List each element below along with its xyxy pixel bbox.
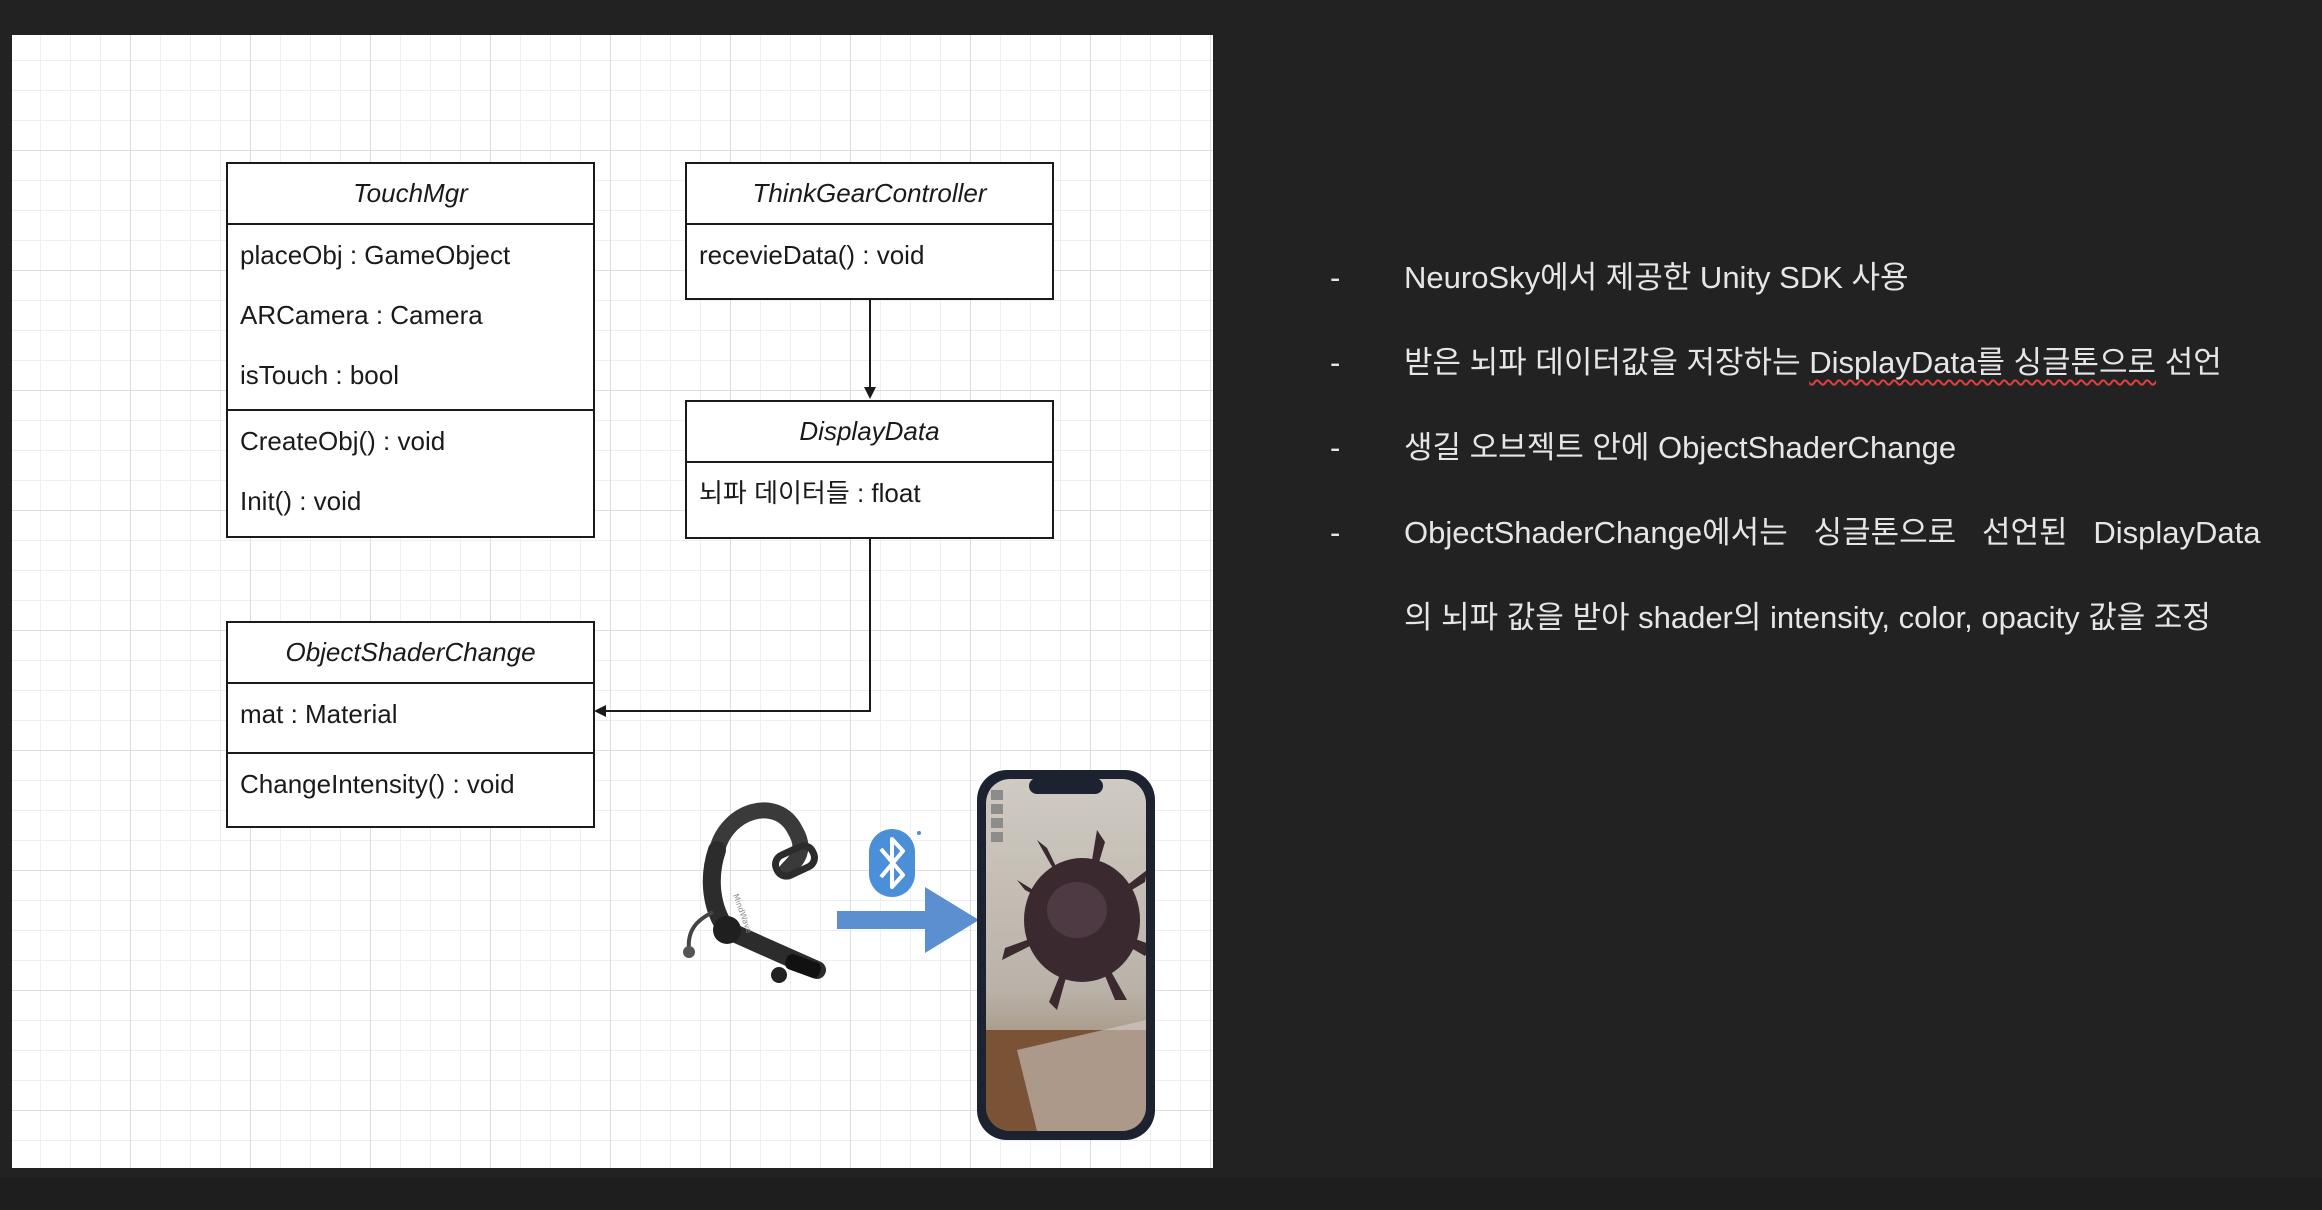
class-objectshaderchange-methods: ChangeIntensity() : void [228,752,593,820]
notes-item-text: 받은 뇌파 데이터값을 저장하는 DisplayData를 싱글톤으로 선언 [1404,341,2222,385]
connector-displaydata-to-objectshaderchange[interactable] [594,539,871,717]
attribute-row: placeObj : GameObject [240,240,511,270]
notes-item-text-part: 받은 뇌파 데이터값을 저장하는 [1404,345,1810,380]
phone-ar-screenshot [977,770,1155,1140]
attribute-row: ARCamera : Camera [240,300,483,330]
bullet-marker: - [1330,430,1341,465]
class-touchmgr[interactable]: TouchMgr placeObj : GameObject ARCamera … [226,162,595,538]
method-row: recevieData() : void [699,240,925,270]
class-displaydata[interactable]: DisplayData 뇌파 데이터들 : float [685,400,1054,539]
method-row: CreateObj() : void [240,426,446,456]
class-touchmgr-methods: CreateObj() : void Init() : void [228,409,593,537]
class-objectshaderchange-attributes: mat : Material [228,684,593,752]
arrow-right-icon [837,887,979,953]
bottom-strip [0,1178,2322,1210]
spellcheck-underlined-text[interactable]: DisplayData를 싱글톤으로 [1809,345,2157,380]
attribute-row: mat : Material [240,699,398,729]
notes-item-text: NeuroSky에서 제공한 Unity SDK 사용 [1404,260,1909,295]
bullet-marker: - [1330,260,1341,295]
class-touchmgr-title: TouchMgr [228,164,593,225]
class-objectshaderchange-title: ObjectShaderChange [228,623,593,684]
method-row: ChangeIntensity() : void [240,769,515,799]
method-row: Init() : void [240,486,362,516]
bluetooth-icon [869,829,921,897]
class-displaydata-title: DisplayData [687,402,1052,463]
class-displaydata-attributes: 뇌파 데이터들 : float [687,463,1052,529]
notes-item-text: ObjectShaderChange에서는 싱글톤으로 선언된 DisplayD… [1404,515,2261,550]
notes-item-text: 생길 오브젝트 안에 ObjectShaderChange [1404,430,1957,465]
headset-image: MindWave [683,802,826,983]
class-thinkgearcontroller-methods: recevieData() : void [687,225,1052,291]
connector-layer [594,300,876,717]
class-thinkgearcontroller-title: ThinkGearController [687,164,1052,225]
notes-item-text-part: 선언 [2156,345,2222,380]
notes-item-text: 의 뇌파 값을 받아 shader의 intensity, color, opa… [1404,600,2211,635]
diagram-canvas[interactable]: TouchMgr placeObj : GameObject ARCamera … [12,35,1213,1168]
attribute-row: 뇌파 데이터들 : float [699,478,921,508]
bullet-marker: - [1330,345,1341,380]
class-objectshaderchange[interactable]: ObjectShaderChange mat : Material Change… [226,621,595,828]
class-touchmgr-attributes: placeObj : GameObject ARCamera : Camera … [228,225,593,409]
bullet-marker: - [1330,515,1341,550]
attribute-row: isTouch : bool [240,360,399,390]
class-thinkgearcontroller[interactable]: ThinkGearController recevieData() : void [685,162,1054,300]
